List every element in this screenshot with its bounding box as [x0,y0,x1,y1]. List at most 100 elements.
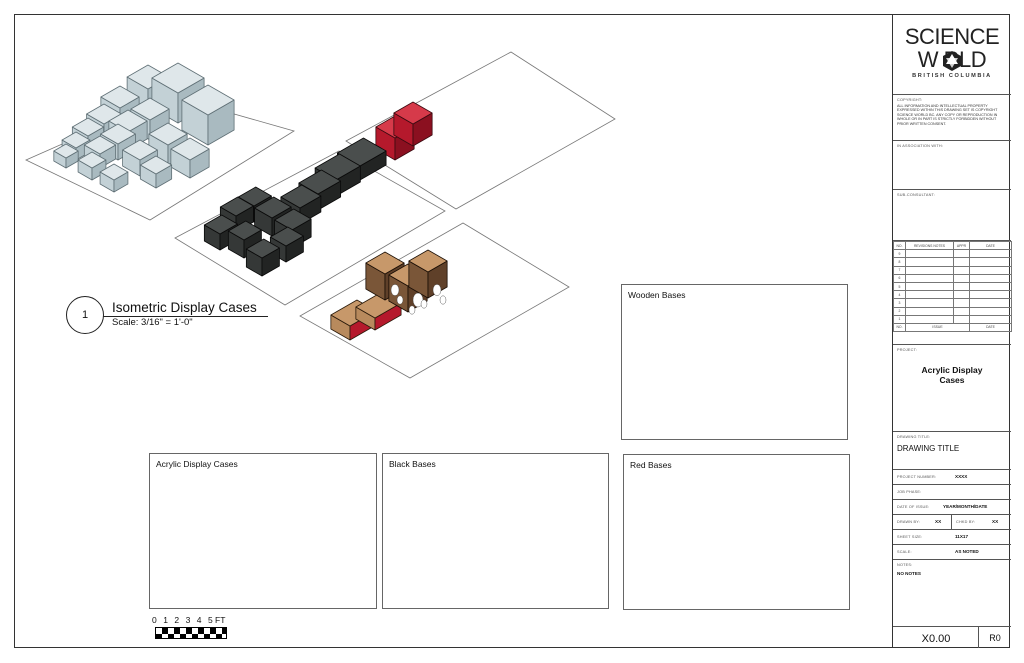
rev-cell [905,314,954,324]
date-label: DATE OF ISSUE: [897,505,930,509]
sheet-number-cell: X0.00 R0 [893,627,1011,648]
scale-label: SCALE: [897,550,912,554]
project-label: PROJECT: [897,348,917,352]
rev-cell: 4 [893,290,906,300]
rev-row: 5 [893,281,1012,292]
scale-value: AS NOTED [955,549,979,554]
rev-cell: 5 [893,281,906,292]
association-cell: IN ASSOCIATION WITH: [893,141,1011,190]
scalebar-label: 0 [152,615,157,625]
date-of-issue: YEAR/MONTH/DATE [943,504,988,509]
rev-cell: APPR [953,240,970,251]
rev-row: 3 [893,298,1012,308]
sheet-number-half [893,627,979,648]
rev-cell [905,273,954,283]
rev-cell: 6 [893,273,906,283]
display-plate-outline [299,222,570,379]
callout-underline [103,316,268,317]
issue-cell: DATE [969,322,1012,333]
association-label: IN ASSOCIATION WITH: [897,144,944,148]
scalebar-label: 3 [185,615,191,625]
rev-row: 4 [893,290,1012,300]
rev-cell: DATE [969,240,1012,251]
issue-cell: NO. [893,322,906,333]
rev-cell [969,306,1012,316]
rev-cell: 7 [893,265,906,275]
project-cell: PROJECT: Acrylic Display Cases [893,345,1011,432]
acrylic-case-top-face [99,163,129,181]
scalebar-label: 1 [163,615,168,625]
rev-cell: 8 [893,257,906,267]
rev-cell [969,257,1012,267]
rev-cell [953,273,970,283]
rev-cell [969,273,1012,283]
rev-cell [905,298,954,308]
rev-cell [905,290,954,300]
black-base-top-face [219,196,254,217]
logo-cell: SCIENCE W RLD BRITISH COLUMBIA [893,14,1011,95]
rev-cell: 9 [893,249,906,259]
sheet-size-cell: SHEET SIZE: 11X17 [893,530,1011,545]
panel-title: Acrylic Display Cases [156,459,238,469]
panel-title: Red Bases [630,460,672,470]
rev-cell [969,249,1012,259]
project-number-label: PROJECT NUMBER: [897,475,937,479]
rev-row: 1 [893,314,1012,324]
acrylic-case-top-face [53,143,79,159]
copyright-label: COPYRIGHT: [897,98,923,102]
sheet-size-label: SHEET SIZE: [897,535,923,539]
acrylic-case-top-face [83,135,117,155]
black-base-top-face [280,184,322,209]
rev-cell: 3 [893,298,906,308]
rev-row: 7 [893,265,1012,275]
acrylic-case-top-face [100,123,136,145]
white-dot [420,299,428,309]
notes-cell: NOTES: NO NOTES [893,560,1011,627]
scalebar-labels: 0 1 2 3 4 5 FT [152,615,232,625]
rev-cell: NO. [893,240,906,251]
view-scale: Scale: 3/16" = 1'-0" [112,317,193,328]
rev-cell [969,314,1012,324]
scalebar-label: 5 FT [207,615,226,625]
acrylic-case-top-face [122,139,158,161]
rev-row: 2 [893,306,1012,316]
checked-by-label: CHKD BY: [956,520,976,524]
red-bases-panel: Red Bases [623,454,850,610]
scale-cell: SCALE: AS NOTED [893,545,1011,560]
dotted-cube-top-face [408,249,448,273]
scalebar-label: 2 [174,615,180,625]
rev-cell [953,265,970,275]
rev-cell [953,298,970,308]
acrylic-case-top-face [170,137,210,161]
black-base-top-face [245,238,280,259]
rev-cell [905,281,954,292]
revision-number: R0 [989,633,1001,643]
black-base-top-face [269,226,304,247]
rev-cell [969,281,1012,292]
acrylic-case-top-face [77,151,107,169]
logo-text-science: SCIENCE [904,24,1000,49]
project-number: XXXX [955,474,968,479]
red-cube-top-face [393,101,433,125]
wooden-bases-panel: Wooden Bases [621,284,848,440]
acrylic-case-top-face [130,97,170,121]
rev-cell [953,314,970,324]
white-dot [408,305,416,315]
rev-cell: 1 [893,314,906,324]
rev-cell [969,265,1012,275]
drawing-title-cell: DRAWING TITLE: DRAWING TITLE [893,432,1011,470]
acrylic-case-top-face [148,122,188,146]
subconsultant-cell: SUB-CONSULTANT: [893,190,1011,241]
view-callout-number: 1 [66,296,104,334]
view-title: Isometric Display Cases [112,300,257,315]
title-block: SCIENCE W RLD BRITISH COLUMBIA COPYRIGHT… [892,14,1012,648]
scalebar-label: 4 [196,615,202,625]
white-dot [390,284,400,296]
project-name: Acrylic Display Cases [921,365,983,385]
acrylic-case-top-face [100,85,140,109]
rev-cell [953,249,970,259]
checked-by: XX [992,519,999,524]
rev-row: 8 [893,257,1012,267]
